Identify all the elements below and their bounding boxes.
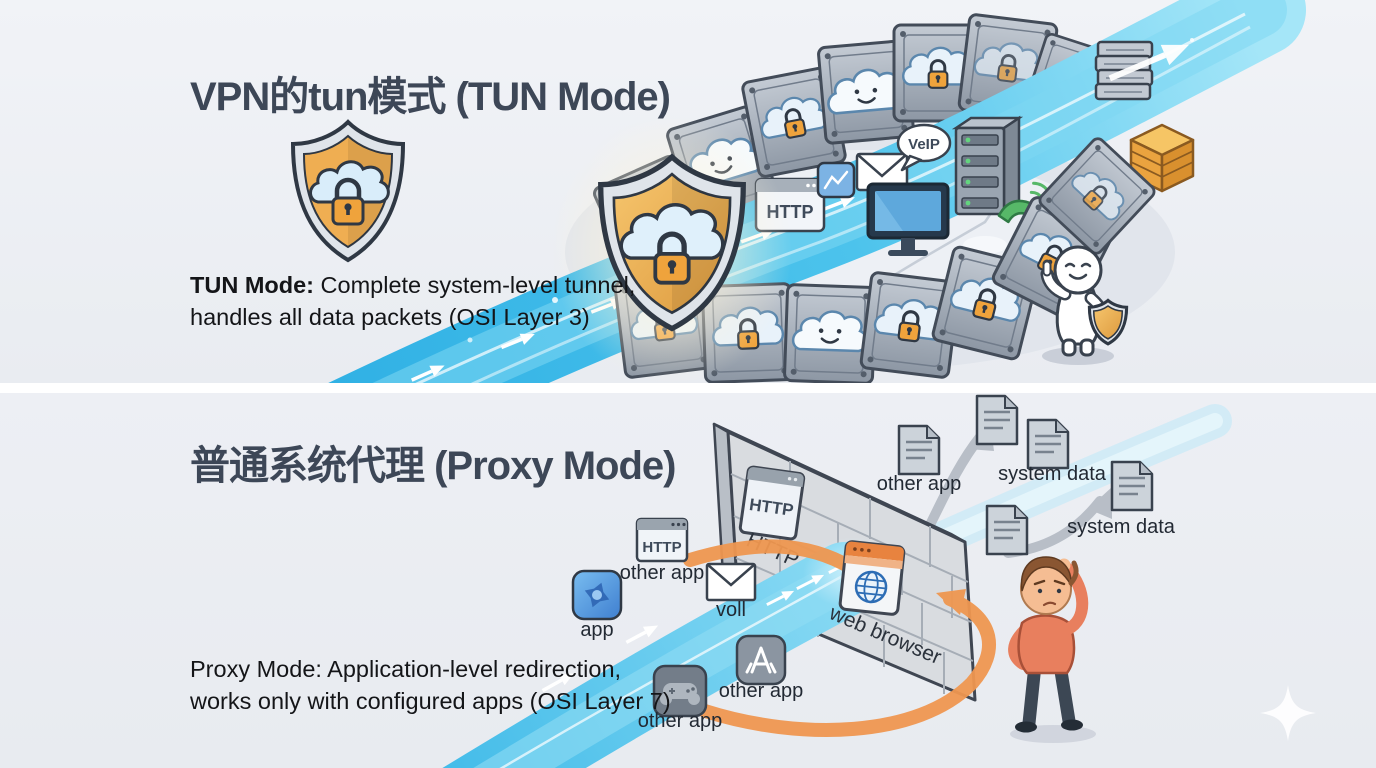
system-data-documents: other app system data system data: [877, 394, 1176, 556]
proxy-caption-line2: works only with configured apps (OSI Lay…: [190, 688, 671, 715]
tun-caption-bold: TUN Mode:: [190, 272, 315, 298]
proxy-illustration: other app system data system data: [442, 394, 1316, 768]
proxy-caption: Proxy Mode: Application-level redirectio…: [190, 653, 671, 718]
tunnel-entry-shield: [552, 115, 792, 383]
web-browser-icon: [838, 540, 906, 616]
http-app-text: HTTP: [642, 539, 681, 556]
doc-other-app-label: other app: [877, 473, 962, 495]
app-label: app: [580, 619, 613, 641]
appstore-app-icon: [735, 634, 787, 686]
stream-exit-arrow: [1108, 44, 1189, 82]
tun-caption-rest: Complete system-level tunnel,: [320, 272, 636, 298]
confused-man: [1008, 556, 1096, 743]
server-rack-icon: [951, 115, 1024, 217]
blue-app-icon: [571, 569, 623, 621]
monitor-icon: [866, 182, 950, 256]
orange-crate-icon: [1129, 123, 1195, 193]
wall-http-window-icon: HTTP: [738, 465, 806, 541]
chart-icon: [816, 161, 856, 199]
mail-app-icon: [705, 562, 757, 602]
game-app-label: other app: [638, 710, 723, 732]
sparkle-watermark: [1260, 685, 1316, 741]
mascot-small-shield: [1087, 298, 1129, 346]
mail-app-label: voll: [716, 599, 746, 621]
tun-title: VPN的tun模式 (TUN Mode): [190, 75, 671, 119]
game-app-icon: [652, 664, 708, 718]
system-data-label-2: system data: [1067, 516, 1176, 538]
tun-caption: TUN Mode: Complete system-level tunnel, …: [190, 269, 635, 334]
tun-shield-icon: [290, 119, 406, 263]
tun-mode-panel: HTTP VeIP: [0, 0, 1376, 383]
http-app-icon: HTTP: [635, 517, 689, 563]
panel-divider: [0, 383, 1376, 393]
appstore-app-label: other app: [719, 680, 804, 702]
happy-mascot: [1040, 245, 1129, 365]
shield-lock: [331, 177, 365, 226]
app-icons: app HTTP other app voll: [571, 517, 804, 732]
tun-caption-line2: handles all data packets (OSI Layer 3): [190, 304, 590, 331]
proxy-title: 普通系统代理 (Proxy Mode): [190, 444, 676, 488]
system-data-label-1: system data: [998, 463, 1107, 485]
voip-label: VeIP: [908, 136, 940, 153]
voip-bubble-icon: VeIP: [896, 123, 952, 172]
proxy-caption-line1: Proxy Mode: Application-level redirectio…: [190, 656, 622, 682]
redirect-arrows: [683, 539, 996, 737]
tun-illustration: HTTP VeIP: [328, 0, 1306, 383]
proxy-mode-panel: other app system data system data: [0, 393, 1376, 768]
http-app-label: other app: [620, 562, 705, 584]
